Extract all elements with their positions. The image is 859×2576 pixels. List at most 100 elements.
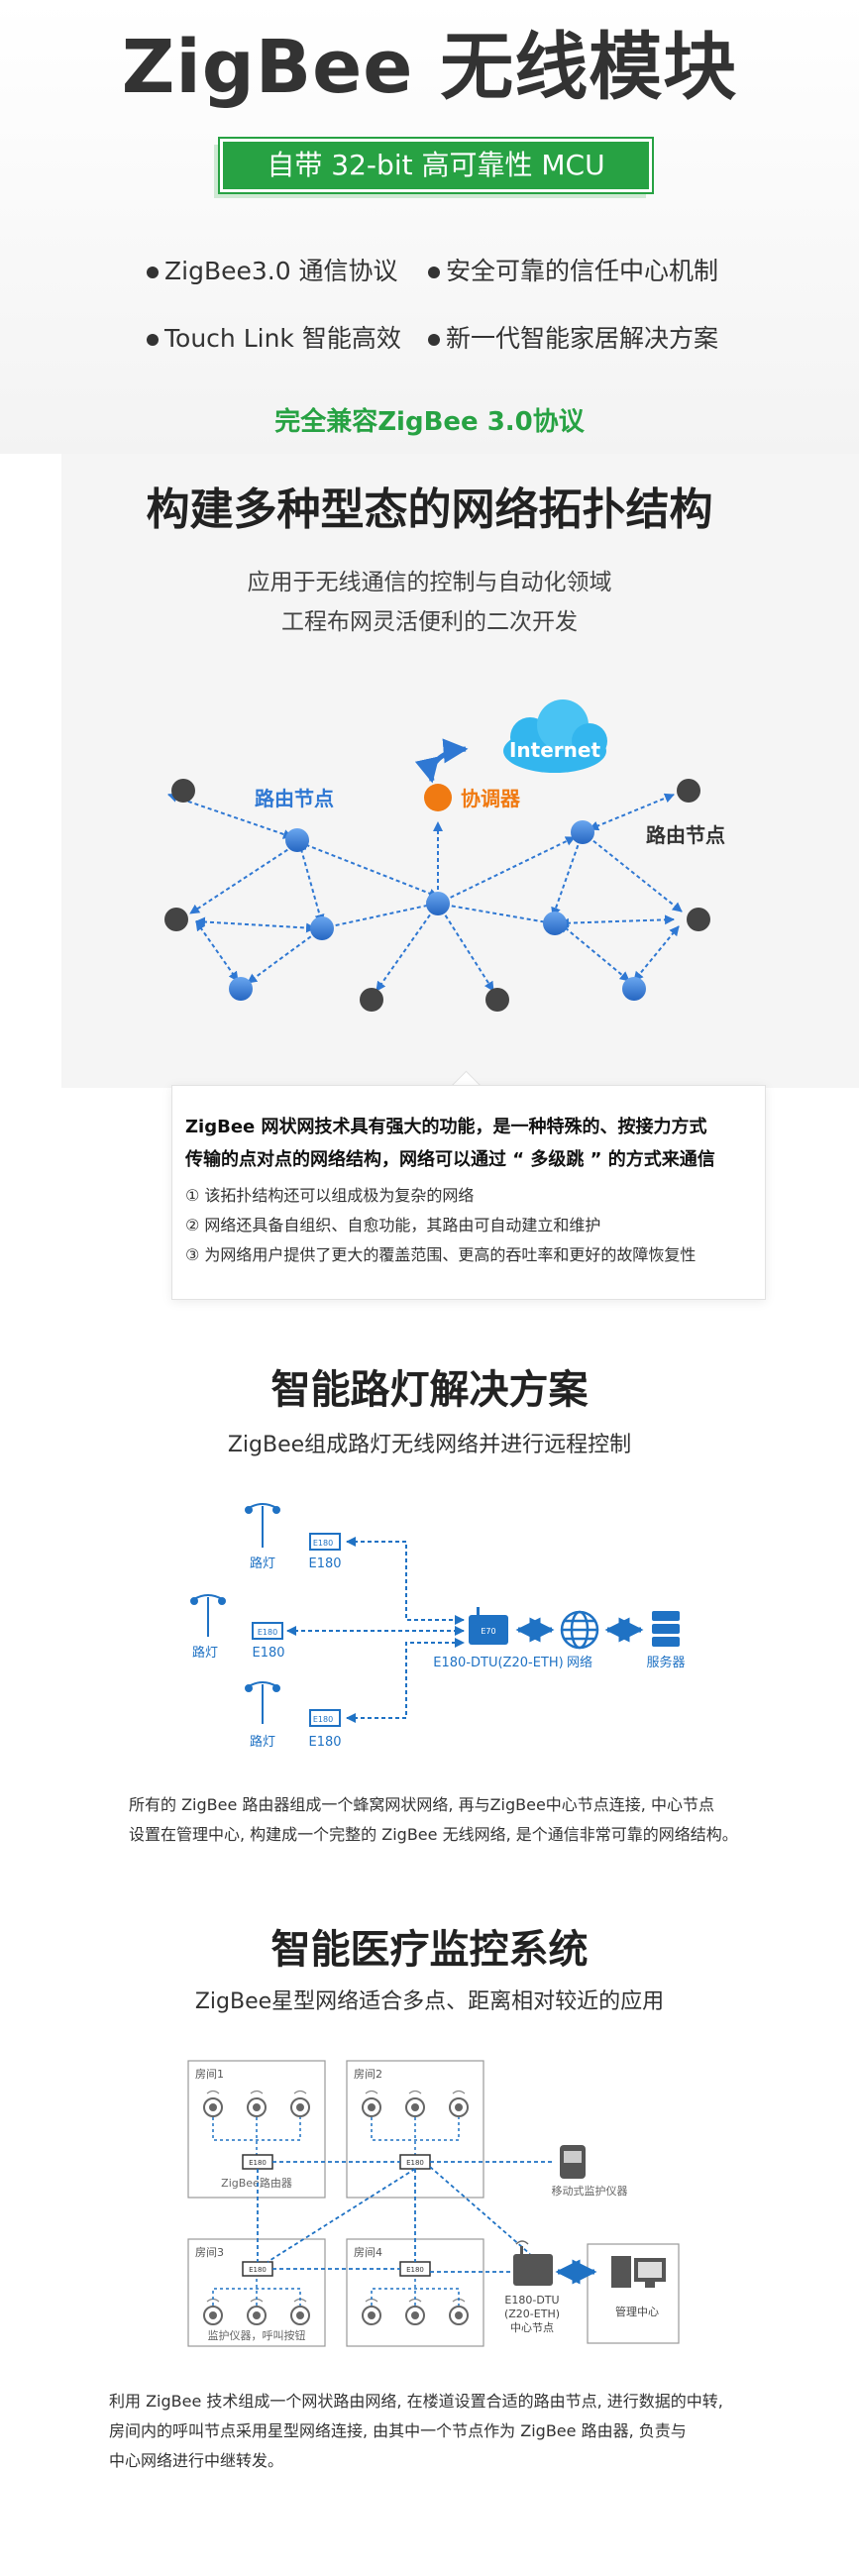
light-label: 路灯 — [250, 1734, 275, 1750]
dtu-label: 中心节点 — [510, 2321, 554, 2334]
link-arrow — [437, 836, 576, 905]
link-arrow — [582, 831, 683, 912]
link-arrow — [437, 900, 554, 927]
uplink-arrow — [414, 738, 469, 784]
e180-module-icon — [309, 1709, 341, 1727]
star-link — [212, 2117, 460, 2306]
link-arrow — [551, 831, 585, 917]
link-arrow — [559, 922, 630, 982]
router-label: 路由节点 — [646, 823, 725, 847]
router-node — [310, 916, 334, 940]
end-device-node — [360, 988, 383, 1012]
medical-description: 中心网络进行中继转发。 — [109, 2451, 284, 2470]
streetlight-group: E180 路灯 E180 — [245, 1681, 342, 1750]
mobile-monitor-icon — [560, 2145, 586, 2179]
topology-subtitle: 工程布网灵活便利的二次开发 — [281, 609, 578, 635]
zigbee-router-icon: E180 — [399, 2154, 431, 2170]
router-node — [426, 892, 450, 915]
link-arrow — [376, 903, 439, 992]
link-arrow — [437, 903, 494, 992]
streetlight-diagram: E180 路灯 E180 E180 路灯 E180 E180 路灯 E180 E… — [190, 1503, 686, 1750]
zigbee-router-icon: E180 — [242, 2154, 273, 2170]
medical-description: 利用 ZigBee 技术组成一个网状路由网络, 在楼道设置合适的路由节点, 进行… — [109, 2392, 723, 2411]
dtu-device-icon — [513, 2240, 553, 2286]
end-device-node — [164, 908, 188, 931]
module-label: E180 — [252, 1646, 284, 1661]
e180-module-icon — [309, 1533, 341, 1551]
feature-item: 安全可靠的信任中心机制 — [428, 252, 718, 287]
link-arrow — [247, 927, 323, 984]
street-lamp-icon — [245, 1681, 280, 1724]
card-list-item: ③ 为网络用户提供了更大的覆盖范围、更高的吞吐率和更好的故障恢复性 — [185, 1245, 697, 1264]
streetlight-description: 所有的 ZigBee 路由器组成一个蜂窝网状网络, 再与ZigBee中心节点连接… — [129, 1795, 714, 1814]
module-chip-label: E180 — [249, 2159, 267, 2167]
room-label: 房间4 — [354, 2246, 382, 2259]
card-text: 传输的点对点的网络结构，网络可以通过 “ 多级跳 ” 的方式来通信 — [185, 1149, 715, 1170]
module-chip-label: E180 — [258, 1628, 277, 1637]
module-label: E180 — [308, 1556, 341, 1571]
end-device-node — [687, 908, 710, 931]
link-arrow — [633, 925, 680, 982]
room-label: 房间3 — [195, 2246, 224, 2259]
room-label: 房间1 — [195, 2068, 224, 2081]
bullet-icon — [428, 267, 440, 278]
light-label: 路灯 — [192, 1645, 218, 1661]
card-list-item: ② 网络还具备自组织、自愈功能，其路由可自动建立和维护 — [185, 1216, 601, 1234]
mcu-badge: 自带 32-bit 高可靠性 MCU — [218, 137, 654, 194]
mesh-info-card — [171, 1085, 766, 1300]
street-lamp-icon — [245, 1503, 280, 1548]
link-arrow — [559, 914, 675, 928]
medical-description: 房间内的呼叫节点采用星型网络连接, 由其中一个节点作为 ZigBee 路由器, … — [109, 2421, 687, 2440]
streetlight-title: 智能路灯解决方案 — [270, 1367, 589, 1413]
internet-cloud-icon: Internet — [503, 699, 607, 773]
link-arrow — [321, 901, 437, 931]
streetlight-group: E180 路灯 E180 — [190, 1594, 285, 1661]
streetlight-description: 设置在管理中心, 构建成一个完整的 ZigBee 无线网络, 是个通信非常可靠的… — [129, 1825, 738, 1844]
module-label: E180 — [308, 1735, 341, 1750]
module-chip-label: E180 — [313, 1539, 333, 1548]
compat-tagline: 完全兼容ZigBee 3.0协议 — [274, 407, 585, 437]
router-node — [622, 977, 646, 1001]
globe-icon — [560, 1610, 599, 1650]
mesh-link — [257, 2161, 555, 2273]
bullet-icon — [428, 334, 440, 346]
wireless-link-arrow — [346, 1638, 465, 1723]
dtu-label: E180-DTU(Z20-ETH) — [433, 1656, 563, 1670]
link-arrow — [296, 841, 325, 924]
mobile-monitor-label: 移动式监护仪器 — [552, 2184, 628, 2198]
mesh-topology-diagram: Internet 协调器 路由节点 路由节点 — [164, 699, 725, 1012]
medical-title: 智能医疗监控系统 — [270, 1927, 589, 1973]
topology-title: 构建多种型态的网络拓扑结构 — [146, 484, 713, 535]
router-caption: ZigBee路由器 — [221, 2176, 292, 2190]
streetlight-subtitle: ZigBee组成路灯无线网络并进行远程控制 — [227, 1433, 632, 1457]
module-chip-label: E180 — [249, 2266, 267, 2274]
router-node — [543, 912, 567, 935]
end-device-node — [677, 779, 700, 803]
room-label: 房间2 — [354, 2068, 382, 2081]
dtu-label: E180-DTU — [504, 2294, 559, 2307]
zigbee-router-icon: E180 — [399, 2261, 431, 2277]
feature-item: 新一代智能家居解决方案 — [428, 319, 718, 355]
streetlight-group: E180 路灯 E180 — [245, 1503, 342, 1571]
link-arrow — [298, 840, 439, 899]
end-device-node — [171, 779, 195, 803]
module-chip-label: E180 — [406, 2266, 424, 2274]
server-label: 服务器 — [646, 1655, 685, 1670]
monitor-caption: 监护仪器，呼叫按钮 — [208, 2328, 306, 2342]
hero-title: ZigBee 无线模块 — [121, 25, 738, 110]
router-label: 路由节点 — [255, 787, 334, 810]
coordinator-node — [424, 784, 452, 811]
bullet-icon — [147, 334, 159, 346]
feature-item: Touch Link 智能高效 — [147, 319, 401, 355]
e180-module-icon — [252, 1622, 283, 1640]
server-icon — [652, 1611, 680, 1647]
dtu-label: (Z20-ETH) — [504, 2308, 560, 2320]
management-computer-icon — [611, 2256, 666, 2288]
light-label: 路灯 — [250, 1556, 275, 1571]
end-device-node — [485, 988, 509, 1012]
router-node — [229, 977, 253, 1001]
medical-subtitle: ZigBee星型网络适合多点、距离相对较近的应用 — [194, 1989, 665, 2014]
medical-diagram: 房间1 房间2 房间3 房间4 E180 ZigBee路由器 E180 E180… — [187, 2060, 680, 2347]
link-arrow — [195, 916, 316, 933]
router-node — [285, 828, 309, 852]
